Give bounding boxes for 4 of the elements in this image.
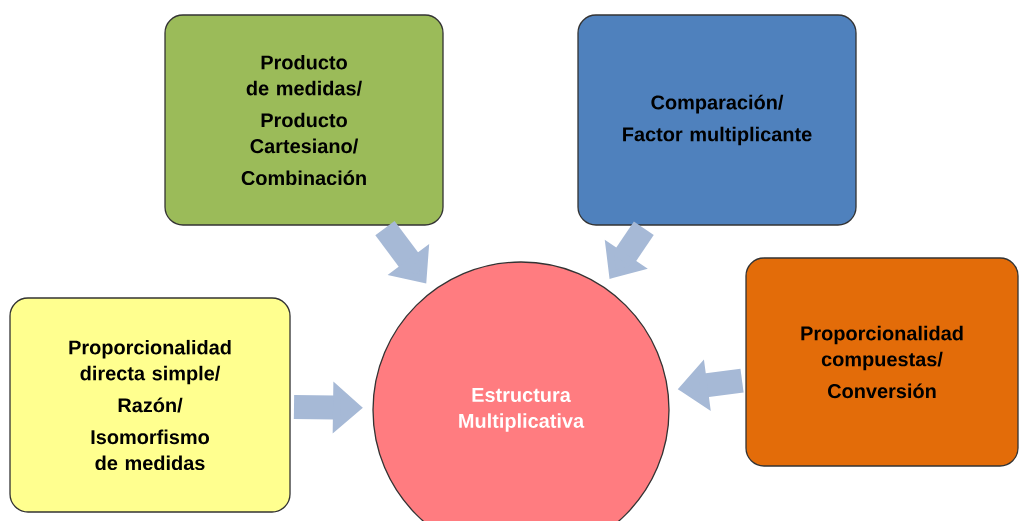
- concept-box: Comparación/ Factor multiplicante: [577, 14, 857, 226]
- concept-box: Proporcionalidad directa simple/ Razón/ Isomorfismo de medidas: [9, 297, 291, 513]
- concept-box: Proporcionalidad compuestas/ Conversión: [745, 257, 1019, 467]
- concept-box: Producto de medidas/ Producto Cartesiano/ Combinación: [164, 14, 444, 226]
